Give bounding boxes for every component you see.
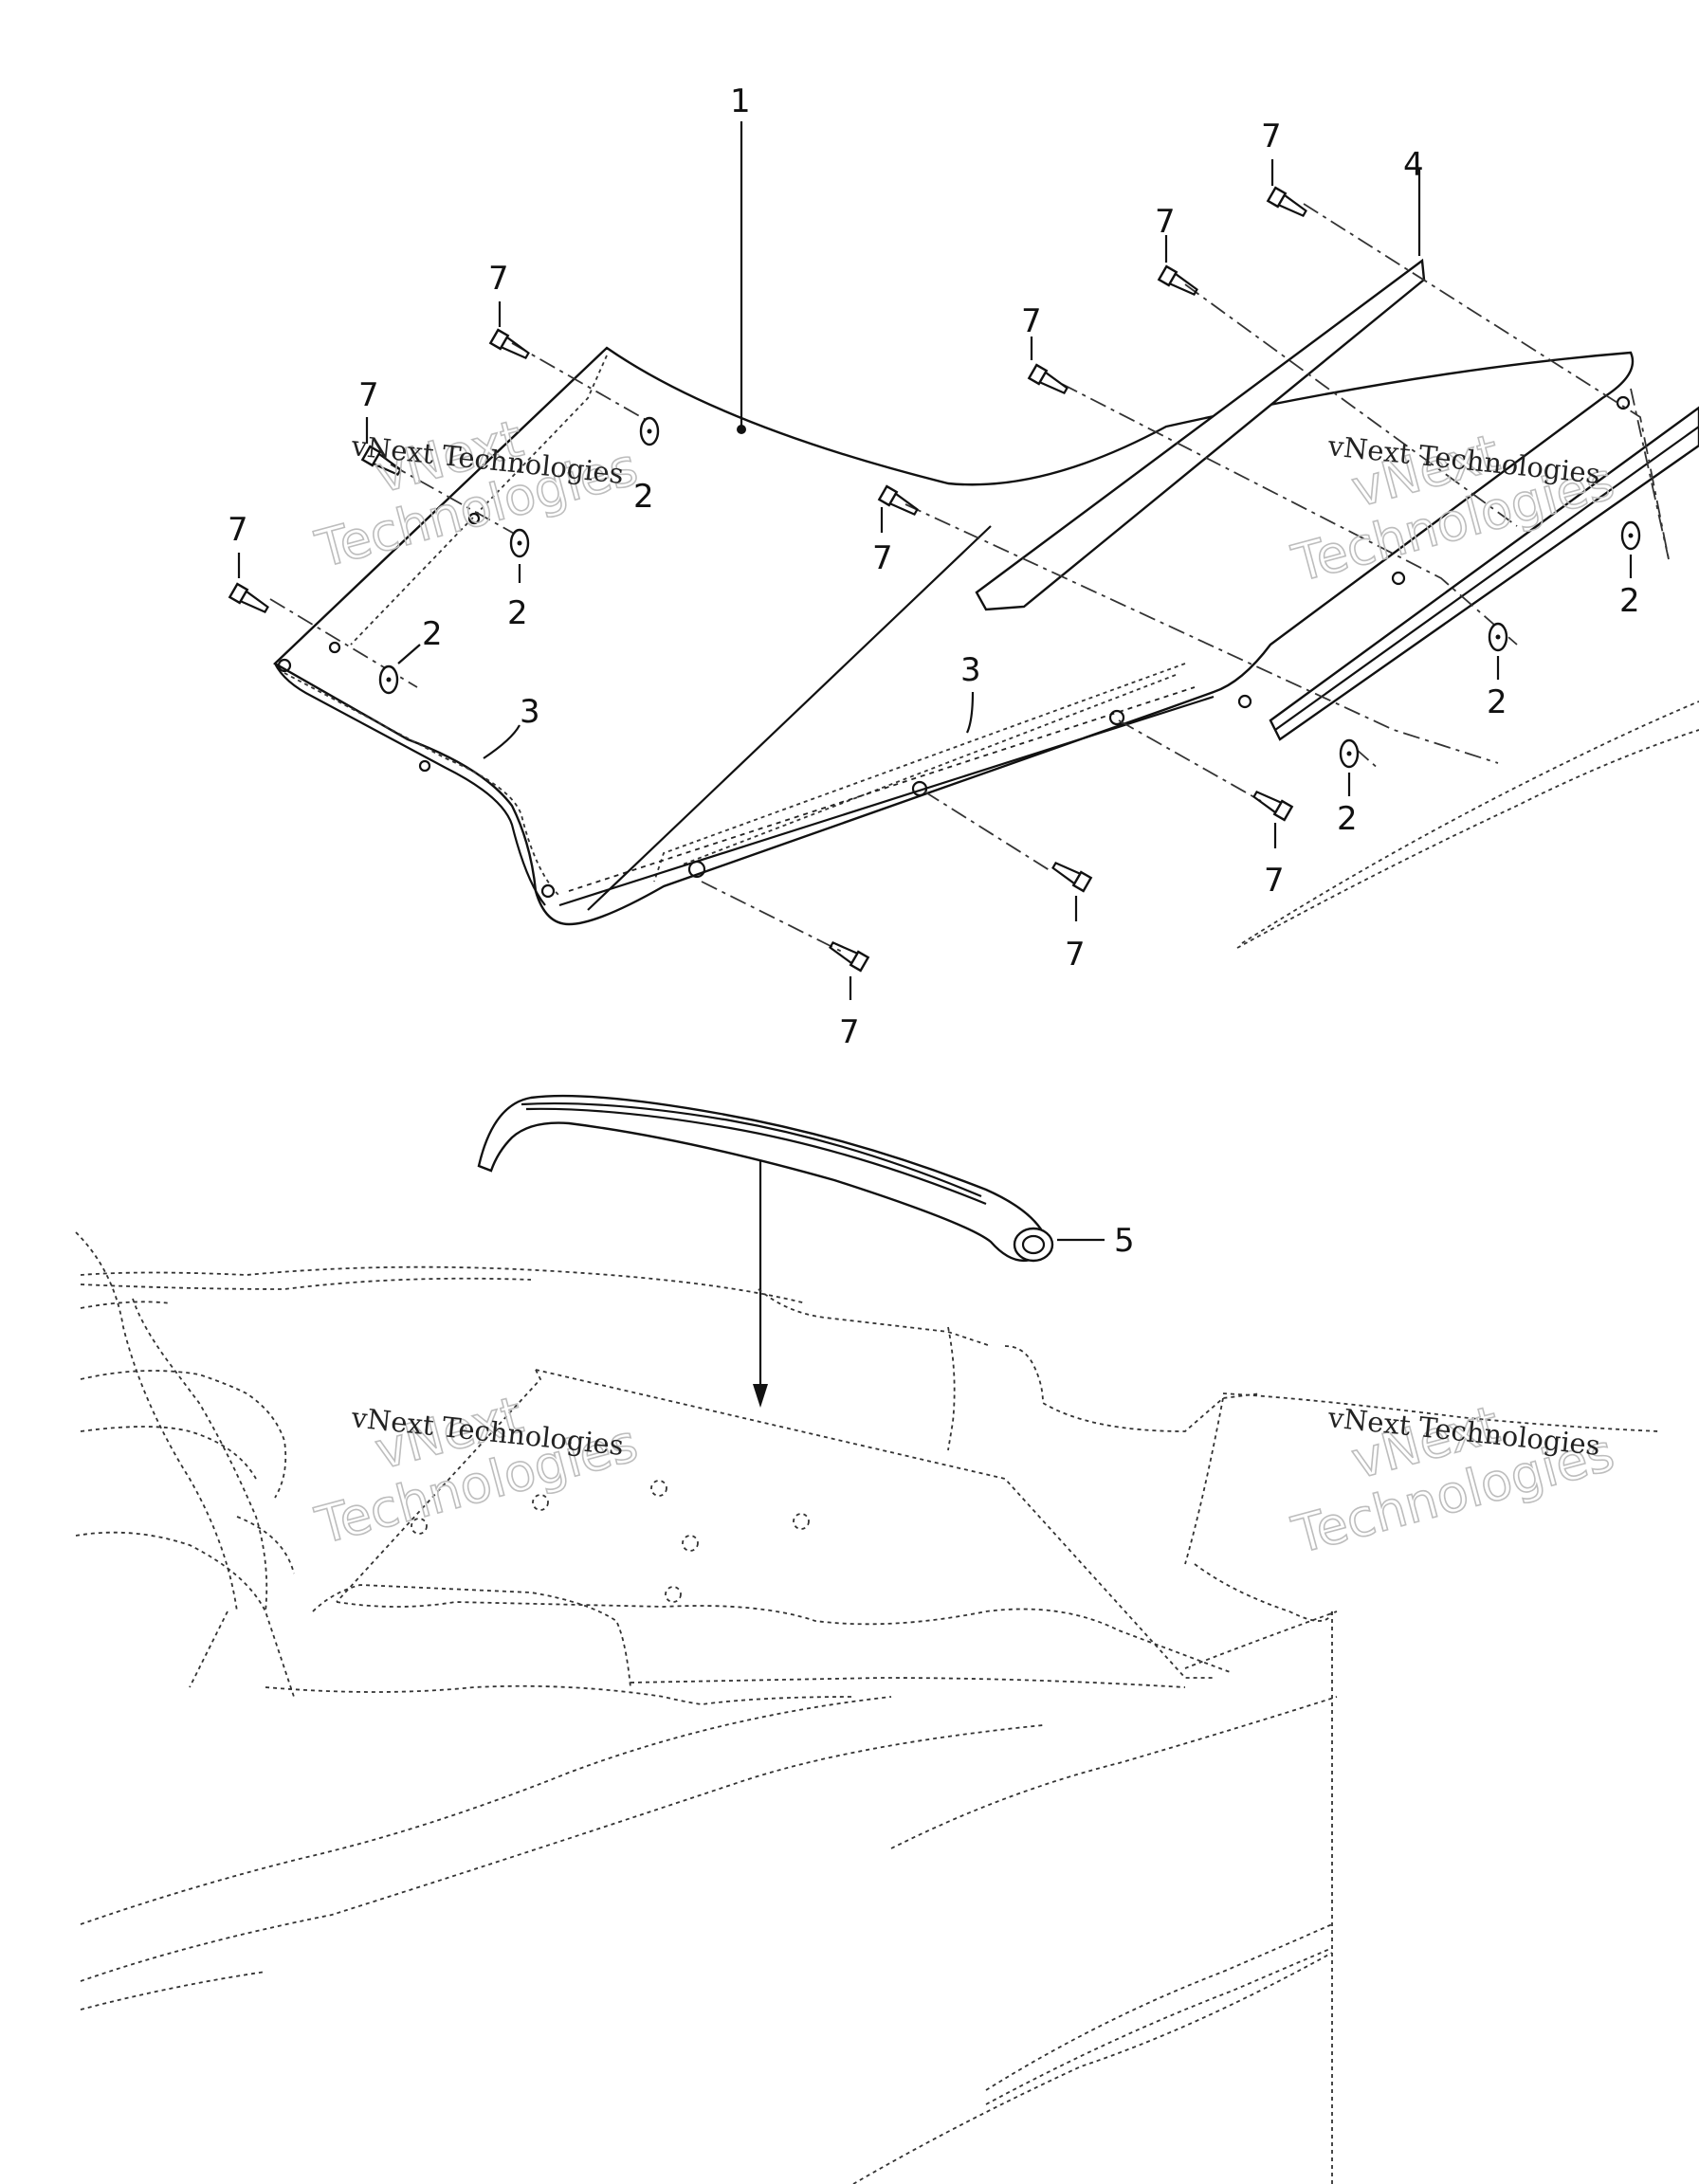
callout-7: 7 — [1021, 302, 1042, 340]
screw-icon — [360, 445, 402, 477]
tube-seal-icon — [1013, 1227, 1054, 1263]
callout-3: 3 — [960, 651, 981, 689]
callout-2: 2 — [633, 478, 654, 516]
callout-7: 7 — [839, 1013, 860, 1051]
callout-7: 7 — [872, 539, 893, 577]
leader-lines — [237, 159, 1633, 1242]
callout-2: 2 — [1337, 800, 1358, 838]
callout-7: 7 — [358, 376, 379, 414]
callout-1: 1 — [730, 82, 751, 120]
callout-7: 7 — [1065, 936, 1086, 974]
trim-strips — [975, 168, 1699, 741]
washer-icon — [1339, 738, 1360, 769]
screw-icon — [829, 940, 870, 973]
callout-7: 7 — [488, 260, 509, 298]
callout-4: 4 — [1403, 146, 1424, 184]
washer-icon — [509, 528, 530, 558]
windshield — [273, 121, 1635, 926]
callout-7: 7 — [1155, 203, 1176, 241]
callout-3: 3 — [520, 693, 540, 731]
callout-labels: 1 4 7 7 7 7 7 7 7 7 7 7 2 2 2 2 2 2 3 3 … — [228, 82, 1640, 1260]
screw-icon — [1266, 186, 1307, 218]
screw-icon — [877, 484, 919, 517]
callout-5: 5 — [1114, 1222, 1135, 1260]
screw-icon — [1051, 861, 1093, 893]
screw-icon — [1027, 363, 1069, 395]
screw-icon — [228, 582, 269, 614]
screws — [228, 186, 1307, 973]
callout-2: 2 — [507, 594, 528, 632]
callout-7: 7 — [228, 511, 248, 549]
callout-2: 2 — [1487, 683, 1507, 721]
washer-icon — [639, 416, 660, 446]
callout-2: 2 — [1619, 582, 1640, 620]
washer-icon — [1620, 520, 1641, 551]
tube-seal — [477, 1094, 1054, 1408]
screw-icon — [1157, 264, 1198, 297]
washer-icon — [1488, 622, 1508, 652]
callout-7: 7 — [1264, 862, 1285, 900]
screw-icon — [1252, 790, 1294, 822]
hull-deck-outline — [75, 701, 1699, 2184]
callout-2: 2 — [422, 615, 443, 653]
callout-7: 7 — [1261, 118, 1282, 155]
washer-icon — [378, 664, 399, 695]
screw-icon — [488, 328, 530, 360]
washers — [378, 416, 1641, 769]
